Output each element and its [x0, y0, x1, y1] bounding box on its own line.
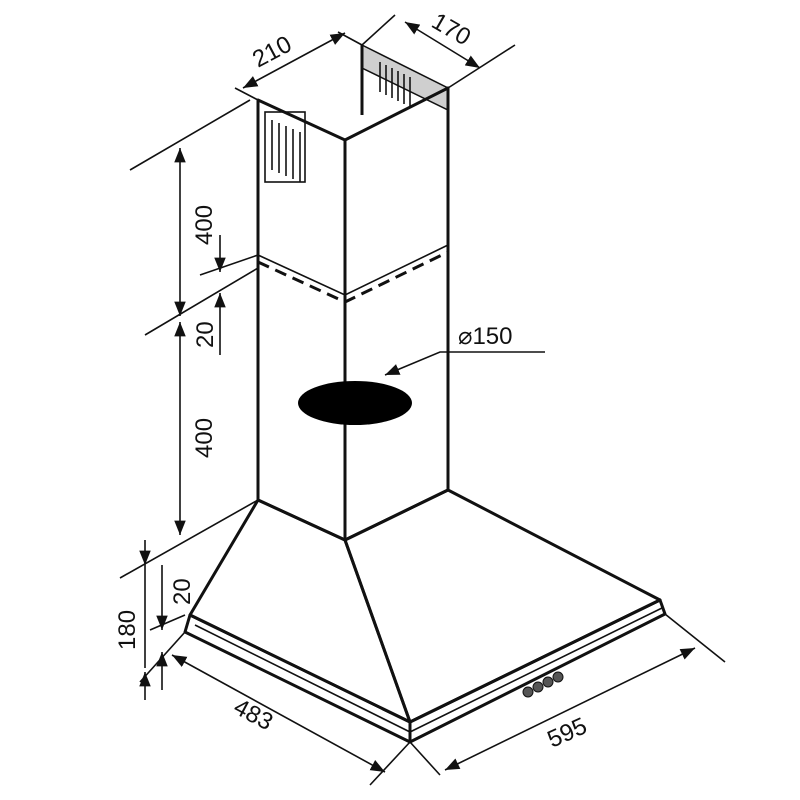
lower-height-label: 400	[191, 418, 218, 458]
rim-label: 20	[169, 578, 196, 605]
vent-slots-back	[379, 62, 411, 107]
duct-opening	[298, 381, 412, 425]
duct-diameter-callout: ⌀150	[384, 323, 545, 376]
overlap-label: 20	[192, 321, 219, 348]
upper-height-label: 400	[191, 205, 218, 245]
hood-width-dimension: 595	[409, 613, 726, 776]
height-dimensions: 400 20 400 180 20	[114, 99, 259, 700]
chimney-width-dimension: 210	[234, 31, 363, 101]
hood-depth-label: 483	[229, 693, 277, 736]
chimney-width-label: 210	[248, 31, 296, 74]
chimney-depth-label: 170	[427, 8, 475, 51]
chimney	[256, 43, 450, 542]
vent-slots-side	[264, 111, 306, 183]
duct-diameter-label: ⌀150	[458, 323, 513, 350]
hood-height-label: 180	[114, 610, 141, 650]
hood-depth-dimension: 483	[171, 654, 411, 786]
